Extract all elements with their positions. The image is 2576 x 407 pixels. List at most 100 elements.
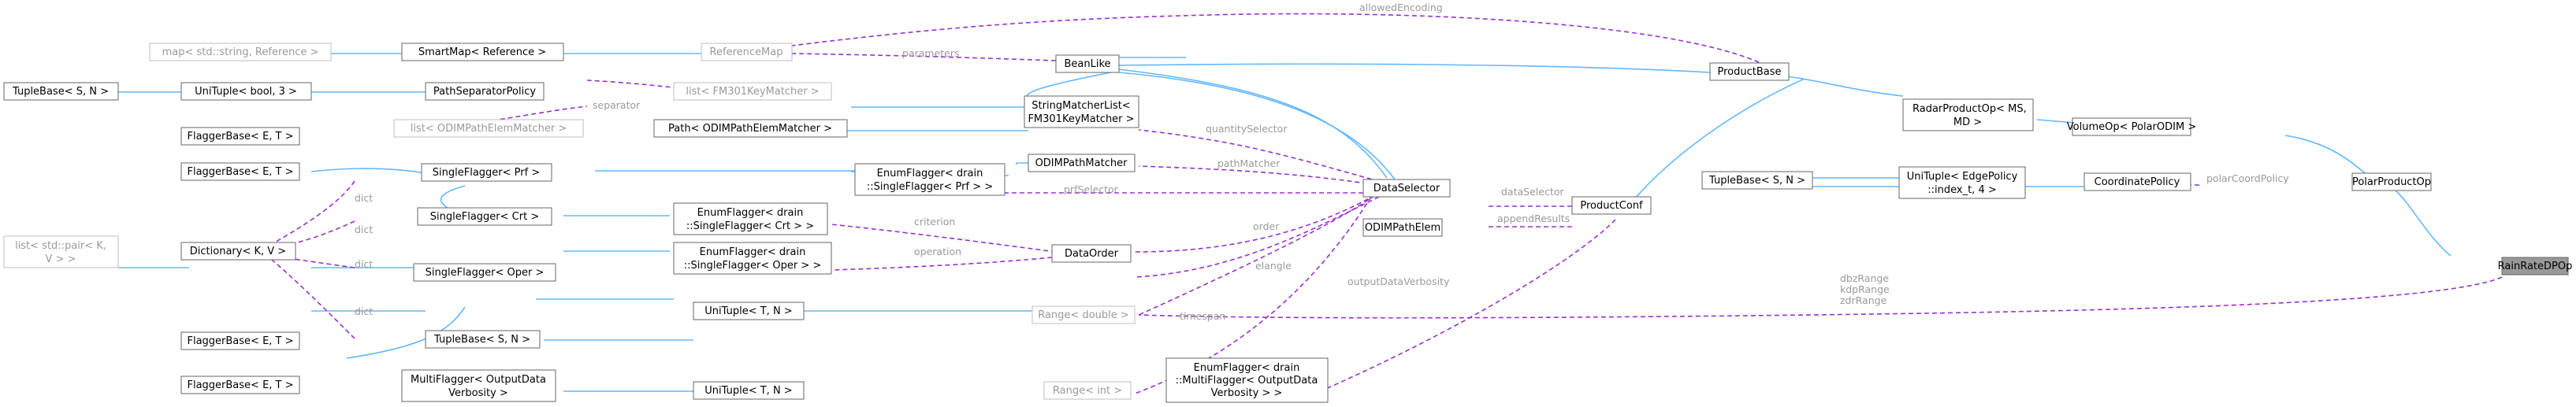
class-node-polarproductop[interactable]: PolarProductOp bbox=[2351, 172, 2432, 191]
nodes: RainRateDPOp PolarProductOp VolumeOp< Po… bbox=[3, 43, 2573, 403]
class-node-dictionary[interactable]: Dictionary< K, V > bbox=[180, 242, 296, 261]
svg-text:RadarProductOp< MS,: RadarProductOp< MS, bbox=[1912, 103, 2027, 115]
class-node-flaggerbase-3[interactable]: FlaggerBase< E, T > bbox=[180, 331, 300, 350]
label-zdr-range: zdrRange bbox=[1840, 294, 1887, 306]
class-node-radarproductop[interactable]: RadarProductOp< MS, MD > bbox=[1902, 98, 2034, 131]
class-node-tuplebase-right[interactable]: TupleBase< S, N > bbox=[1701, 171, 1813, 190]
svg-text:::SingleFlagger< Oper > >: ::SingleFlagger< Oper > > bbox=[684, 260, 822, 272]
svg-text:EnumFlagger< drain: EnumFlagger< drain bbox=[697, 207, 804, 219]
svg-text:VolumeOp< PolarODIM >: VolumeOp< PolarODIM > bbox=[2067, 121, 2196, 133]
class-node-unituple-bool[interactable]: UniTuple< bool, 3 > bbox=[180, 82, 312, 101]
svg-text:MD >: MD > bbox=[1953, 117, 1982, 128]
svg-text:::MultiFlagger< OutputData: ::MultiFlagger< OutputData bbox=[1176, 375, 1318, 387]
class-node-dataselector[interactable]: DataSelector bbox=[1362, 179, 1451, 198]
class-node-flaggerbase-1[interactable]: FlaggerBase< E, T > bbox=[180, 127, 300, 146]
svg-text:SingleFlagger< Oper >: SingleFlagger< Oper > bbox=[426, 267, 545, 279]
svg-text:FlaggerBase< E, T >: FlaggerBase< E, T > bbox=[187, 131, 293, 142]
class-node-referencemap[interactable]: ReferenceMap bbox=[701, 43, 793, 61]
svg-text:ProductConf: ProductConf bbox=[1580, 200, 1643, 212]
class-node-multiflagger[interactable]: MultiFlagger< OutputData Verbosity > bbox=[401, 369, 556, 402]
usage-edges bbox=[271, 13, 2503, 394]
svg-text:TupleBase< S, N >: TupleBase< S, N > bbox=[12, 86, 109, 98]
class-node-map-string-reference[interactable]: map< std::string, Reference > bbox=[149, 43, 332, 61]
label-polar-coord-policy: polarCoordPolicy bbox=[2206, 172, 2289, 184]
class-node-pathseparatorpolicy[interactable]: PathSeparatorPolicy bbox=[425, 82, 545, 101]
svg-text:DataOrder: DataOrder bbox=[1065, 248, 1119, 260]
label-elangle: elangle bbox=[1255, 260, 1292, 272]
label-dict-3: dict bbox=[355, 258, 373, 270]
class-node-flaggerbase-2[interactable]: FlaggerBase< E, T > bbox=[180, 162, 300, 181]
svg-text:::index_t, 4 >: ::index_t, 4 > bbox=[1927, 184, 1996, 196]
svg-text:FlaggerBase< E, T >: FlaggerBase< E, T > bbox=[187, 166, 293, 178]
svg-text:TupleBase< S, N >: TupleBase< S, N > bbox=[433, 334, 530, 346]
class-node-list-fm301keymatcher[interactable]: list< FM301KeyMatcher > bbox=[673, 82, 832, 101]
class-node-odimpathelem[interactable]: ODIMPathElem bbox=[1362, 218, 1443, 237]
svg-text:PolarProductOp: PolarProductOp bbox=[2352, 176, 2431, 188]
class-node-unituple-edgepolicy[interactable]: UniTuple< EdgePolicy ::index_t, 4 > bbox=[1898, 166, 2026, 199]
svg-text:UniTuple< T, N >: UniTuple< T, N > bbox=[704, 385, 792, 397]
class-node-smartmap[interactable]: SmartMap< Reference > bbox=[401, 43, 564, 61]
svg-text:::SingleFlagger< Prf > >: ::SingleFlagger< Prf > > bbox=[867, 181, 993, 193]
label-append-results: appendResults bbox=[1497, 213, 1570, 224]
svg-text:list< ODIMPathElemMatcher >: list< ODIMPathElemMatcher > bbox=[411, 123, 567, 135]
label-operation: operation bbox=[914, 246, 961, 257]
svg-text:EnumFlagger< drain: EnumFlagger< drain bbox=[1194, 362, 1300, 374]
label-kdp-range: kdpRange bbox=[1840, 283, 1890, 295]
svg-text:map< std::string, Reference >: map< std::string, Reference > bbox=[162, 46, 319, 58]
class-node-range-int[interactable]: Range< int > bbox=[1043, 381, 1132, 400]
class-node-singleflagger-prf[interactable]: SingleFlagger< Prf > bbox=[421, 163, 552, 182]
label-criterion: criterion bbox=[914, 216, 955, 228]
class-node-singleflagger-oper[interactable]: SingleFlagger< Oper > bbox=[413, 263, 556, 282]
class-node-enumflagger-oper[interactable]: EnumFlagger< drain ::SingleFlagger< Oper… bbox=[673, 242, 832, 275]
svg-text:V > >: V > > bbox=[46, 253, 76, 265]
svg-text:MultiFlagger< OutputData: MultiFlagger< OutputData bbox=[411, 374, 546, 386]
class-node-rainratedpop[interactable]: RainRateDPOp bbox=[2498, 257, 2573, 276]
svg-text:EnumFlagger< drain: EnumFlagger< drain bbox=[877, 168, 983, 179]
label-quantity-selector: quantitySelector bbox=[1206, 123, 1288, 135]
class-node-singleflagger-crt[interactable]: SingleFlagger< Crt > bbox=[417, 207, 552, 226]
class-node-unituple-tn-1[interactable]: UniTuple< T, N > bbox=[693, 302, 805, 320]
svg-text:ODIMPathMatcher: ODIMPathMatcher bbox=[1035, 157, 1128, 169]
svg-text:ODIMPathElem: ODIMPathElem bbox=[1365, 222, 1440, 234]
svg-text:FlaggerBase< E, T >: FlaggerBase< E, T > bbox=[187, 335, 293, 347]
label-timespan: timespan bbox=[1180, 310, 1225, 322]
svg-text:list< std::pair< K,: list< std::pair< K, bbox=[15, 240, 106, 252]
label-dict-2: dict bbox=[355, 224, 373, 235]
class-node-dataorder[interactable]: DataOrder bbox=[1051, 244, 1132, 263]
class-node-list-odimpathelemmatcher[interactable]: list< ODIMPathElemMatcher > bbox=[393, 119, 584, 138]
class-node-enumflagger-prf[interactable]: EnumFlagger< drain ::SingleFlagger< Prf … bbox=[854, 163, 1005, 196]
class-node-volumeop[interactable]: VolumeOp< PolarODIM > bbox=[2067, 117, 2196, 136]
inheritance-edges bbox=[118, 53, 2451, 392]
class-node-productbase[interactable]: ProductBase bbox=[1709, 62, 1790, 81]
class-node-enumflagger-crt[interactable]: EnumFlagger< drain ::SingleFlagger< Crt … bbox=[673, 202, 828, 235]
class-node-stringmatcherlist[interactable]: StringMatcherList< FM301KeyMatcher > bbox=[1024, 95, 1139, 128]
class-node-enumflagger-multi[interactable]: EnumFlagger< drain ::MultiFlagger< Outpu… bbox=[1165, 357, 1329, 403]
label-path-matcher: pathMatcher bbox=[1217, 157, 1281, 169]
svg-text:Dictionary< K, V >: Dictionary< K, V > bbox=[190, 246, 286, 257]
class-node-unituple-tn-2[interactable]: UniTuple< T, N > bbox=[693, 381, 805, 400]
svg-text:UniTuple< bool, 3 >: UniTuple< bool, 3 > bbox=[195, 86, 297, 98]
svg-text:ProductBase: ProductBase bbox=[1717, 66, 1781, 78]
label-parameters: parameters bbox=[902, 47, 960, 59]
label-dbz-range: dbzRange bbox=[1840, 272, 1889, 284]
label-dict-4: dict bbox=[355, 305, 373, 317]
class-node-tuplebase-mid[interactable]: TupleBase< S, N > bbox=[425, 330, 541, 349]
label-allowed-encoding: allowedEncoding bbox=[1359, 2, 1443, 13]
class-node-productconf[interactable]: ProductConf bbox=[1571, 196, 1652, 215]
class-node-odimpathmatcher[interactable]: ODIMPathMatcher bbox=[1028, 154, 1136, 172]
label-order: order bbox=[1253, 220, 1280, 232]
svg-text:ReferenceMap: ReferenceMap bbox=[710, 46, 783, 58]
label-dict-1: dict bbox=[355, 192, 373, 204]
class-node-tuplebase-top[interactable]: TupleBase< S, N > bbox=[3, 82, 119, 101]
class-node-flaggerbase-4[interactable]: FlaggerBase< E, T > bbox=[180, 376, 300, 394]
svg-text:StringMatcherList<: StringMatcherList< bbox=[1032, 100, 1130, 112]
class-node-list-pair[interactable]: list< std::pair< K, V > > bbox=[3, 235, 119, 268]
svg-text:DataSelector: DataSelector bbox=[1373, 183, 1440, 194]
class-node-beanlike[interactable]: BeanLike bbox=[1055, 54, 1120, 73]
class-node-path-odimpathelemmatcher[interactable]: Path< ODIMPathElemMatcher > bbox=[653, 119, 848, 138]
label-prf-selector: prfSelector bbox=[1064, 183, 1119, 195]
class-node-range-double[interactable]: Range< double > bbox=[1032, 305, 1136, 324]
svg-text:list< FM301KeyMatcher >: list< FM301KeyMatcher > bbox=[686, 86, 819, 98]
svg-text:FM301KeyMatcher >: FM301KeyMatcher > bbox=[1028, 113, 1134, 125]
class-node-coordinatepolicy[interactable]: CoordinatePolicy bbox=[2083, 172, 2191, 191]
